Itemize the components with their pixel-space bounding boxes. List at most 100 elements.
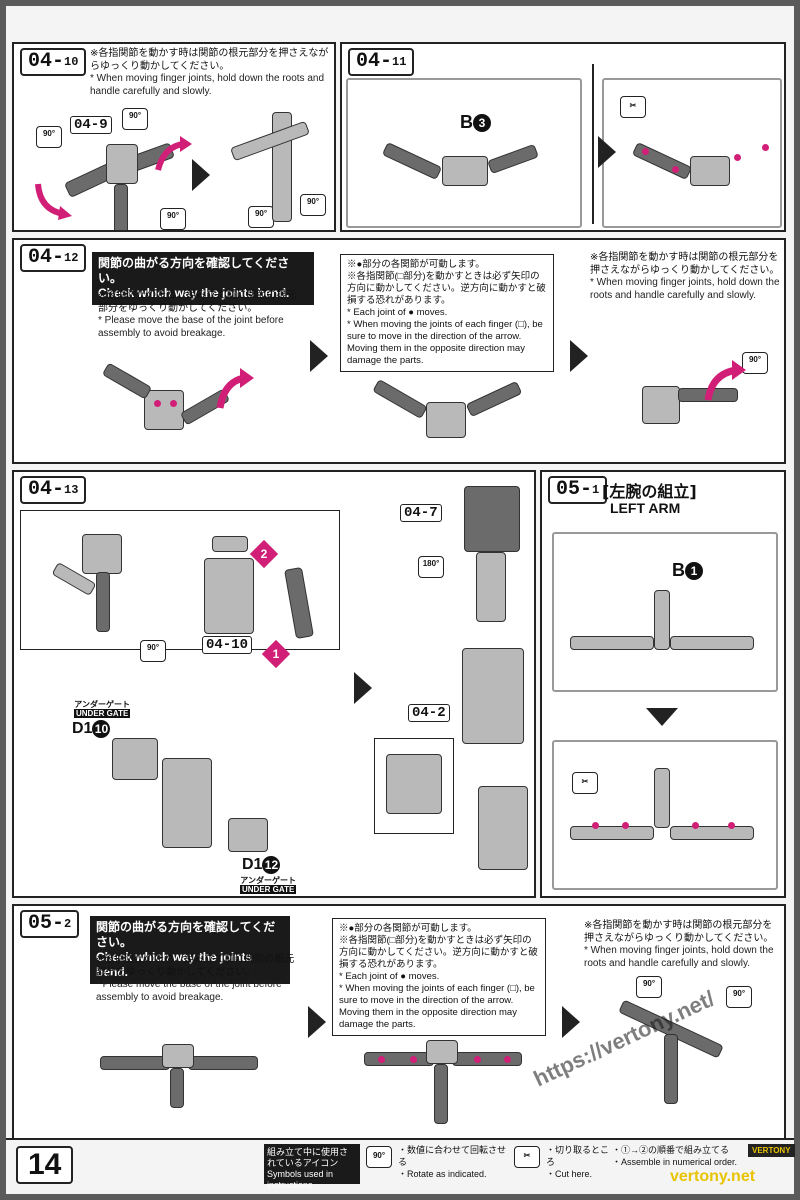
palm-part <box>144 390 184 430</box>
cut-point <box>762 144 769 151</box>
cut-point <box>622 822 629 829</box>
next-arrow <box>192 159 210 191</box>
hand-assembly <box>478 786 528 870</box>
order-badge: 1 <box>261 639 291 669</box>
next-arrow <box>310 340 328 372</box>
finger-part <box>670 826 754 840</box>
next-arrow <box>598 136 616 168</box>
legend-cut-en: ・Cut here. <box>546 1169 593 1179</box>
ref-label: 04-2 <box>408 704 450 722</box>
socket-detail <box>386 754 442 814</box>
palm-piece <box>112 738 158 780</box>
joint-info-box: ※●部分の各関節が可動します。 ※各指関節(□部分)を動かすときは必ず矢印の方向… <box>332 918 546 1036</box>
cut-point <box>734 154 741 161</box>
brand-url: vertony.net <box>670 1168 756 1185</box>
joint-direction-title: 関節の曲がる方向を確認してください。 Check which way the j… <box>92 252 314 305</box>
palm-part <box>162 1044 194 1068</box>
brand-badge: VERTONY <box>748 1144 795 1157</box>
title-en: Check which way the joints bend. <box>98 286 290 300</box>
finger-part <box>100 1056 170 1070</box>
legend-cut: ・切り取るところ ・Cut here. <box>546 1144 610 1184</box>
step-04-13-panel: 04-13 90° 2 1 04-10 アンダーゲート UNDER GATE D… <box>12 470 536 898</box>
finger-part <box>372 378 428 420</box>
breakage-note: ※破損防止のため、組み立て前に関節の根元部分をゆっくり動かしてください。 * P… <box>96 954 296 1004</box>
runner-frame <box>552 740 778 890</box>
note-jp: ※各指関節を動かす時は関節の根元部分を押さえながらゆっくり動かしてください。 <box>90 48 329 72</box>
note-jp: ※破損防止のため、組み立て前に関節の根元部分をゆっくり動かしてください。 <box>96 954 295 978</box>
note-jp: ※破損防止のため、組み立て前に関節の根元部分をゆっくり動かしてください。 <box>98 290 297 314</box>
ref-label: 04-10 <box>202 636 253 654</box>
legend-heading-en: Symbols used in instructions <box>267 1169 334 1190</box>
note-en: * When moving finger joints, hold down t… <box>584 945 774 969</box>
palm-cover <box>212 536 248 552</box>
finger-part <box>364 1052 434 1066</box>
forearm-part <box>464 486 520 552</box>
finger-joint-note: ※各指関節を動かす時は関節の根元部分を押さえながらゆっくり動かしてください。 *… <box>584 920 780 970</box>
finger-part <box>570 826 654 840</box>
legend-heading: 組み立て中に使用されているアイコン Symbols used in instru… <box>264 1144 360 1190</box>
legend-order-en: ・Assemble in numerical order. <box>612 1157 738 1167</box>
step-number: 04-11 <box>348 48 415 76</box>
palm-part <box>642 386 680 424</box>
rotate-icon: 90° <box>726 986 752 1008</box>
box-en2: * When moving the joints of each finger … <box>339 983 535 1030</box>
panel-divider <box>592 64 594 224</box>
joint-marker <box>154 400 161 407</box>
rotate-icon: 90° <box>140 640 166 662</box>
rotate-icon: 90° <box>122 108 148 130</box>
title-jp: 関節の曲がる方向を確認してください。 <box>98 256 290 285</box>
wrist-part <box>476 552 506 622</box>
joint-marker <box>410 1056 417 1063</box>
rotate-legend-icon: 90° <box>366 1146 392 1168</box>
legend-heading-jp: 組み立て中に使用されているアイコン <box>267 1147 349 1168</box>
page-number: 14 <box>16 1146 74 1184</box>
rotation-arrow <box>35 183 72 220</box>
next-arrow <box>646 708 678 726</box>
palm-part <box>426 1040 458 1064</box>
finger-joint-note: ※各指関節を動かす時は関節の根元部分を押さえながらゆっくり動かしてください。 *… <box>90 48 330 98</box>
note-en: * When moving finger joints, hold down t… <box>590 277 780 301</box>
box-en1: * Each joint of ● moves. <box>347 307 448 318</box>
note-en: * When moving finger joints, hold down t… <box>90 73 325 97</box>
gate-en: UNDER GATE <box>240 885 297 894</box>
next-arrow <box>308 1006 326 1038</box>
title-en: Check which way the joints bend. <box>96 950 253 979</box>
hand-assembly <box>162 758 212 848</box>
finger-part <box>654 768 670 828</box>
legend-rotate: ・数値に合わせて回転させる ・Rotate as indicated. <box>398 1144 508 1184</box>
cut-point <box>592 822 599 829</box>
finger-part <box>570 636 654 650</box>
joint-marker <box>170 400 177 407</box>
title-jp: 関節の曲がる方向を確認してください。 <box>96 920 276 949</box>
note-en: * Please move the base of the joint befo… <box>96 979 282 1003</box>
step-04-12-panel: 04-12 関節の曲がる方向を確認してください。 Check which way… <box>12 238 786 464</box>
next-arrow <box>562 1006 580 1038</box>
rotate-icon: 90° <box>742 352 768 374</box>
bend-arrow <box>704 360 746 401</box>
finger-part <box>465 380 523 418</box>
box-jp2: ※各指関節(□部分)を動かすときは必ず矢印の方向に動かしてください。逆方向に動か… <box>347 271 546 306</box>
finger-part <box>230 120 310 162</box>
rotate-icon: 90° <box>160 208 186 230</box>
order-badge: 2 <box>249 539 279 569</box>
next-arrow <box>354 672 372 704</box>
note-en: * Please move the base of the joint befo… <box>98 315 284 339</box>
under-gate-label: アンダーゲート UNDER GATE <box>74 700 131 718</box>
palm-part <box>442 156 488 186</box>
step-05-2-panel: 05-2 関節の曲がる方向を確認してください。 Check which way … <box>12 904 786 1142</box>
legend-cut-jp: ・切り取るところ <box>546 1145 610 1167</box>
box-en2: * When moving the joints of each finger … <box>347 319 543 366</box>
rotate-icon: 90° <box>300 194 326 216</box>
gate-en: UNDER GATE <box>74 709 131 718</box>
hand-assembly <box>204 558 254 634</box>
box-jp1: ※●部分の各関節が可動します。 <box>339 923 477 934</box>
finger-part <box>434 1064 448 1124</box>
palm-piece <box>228 818 268 852</box>
rotation-arrow <box>155 136 192 171</box>
